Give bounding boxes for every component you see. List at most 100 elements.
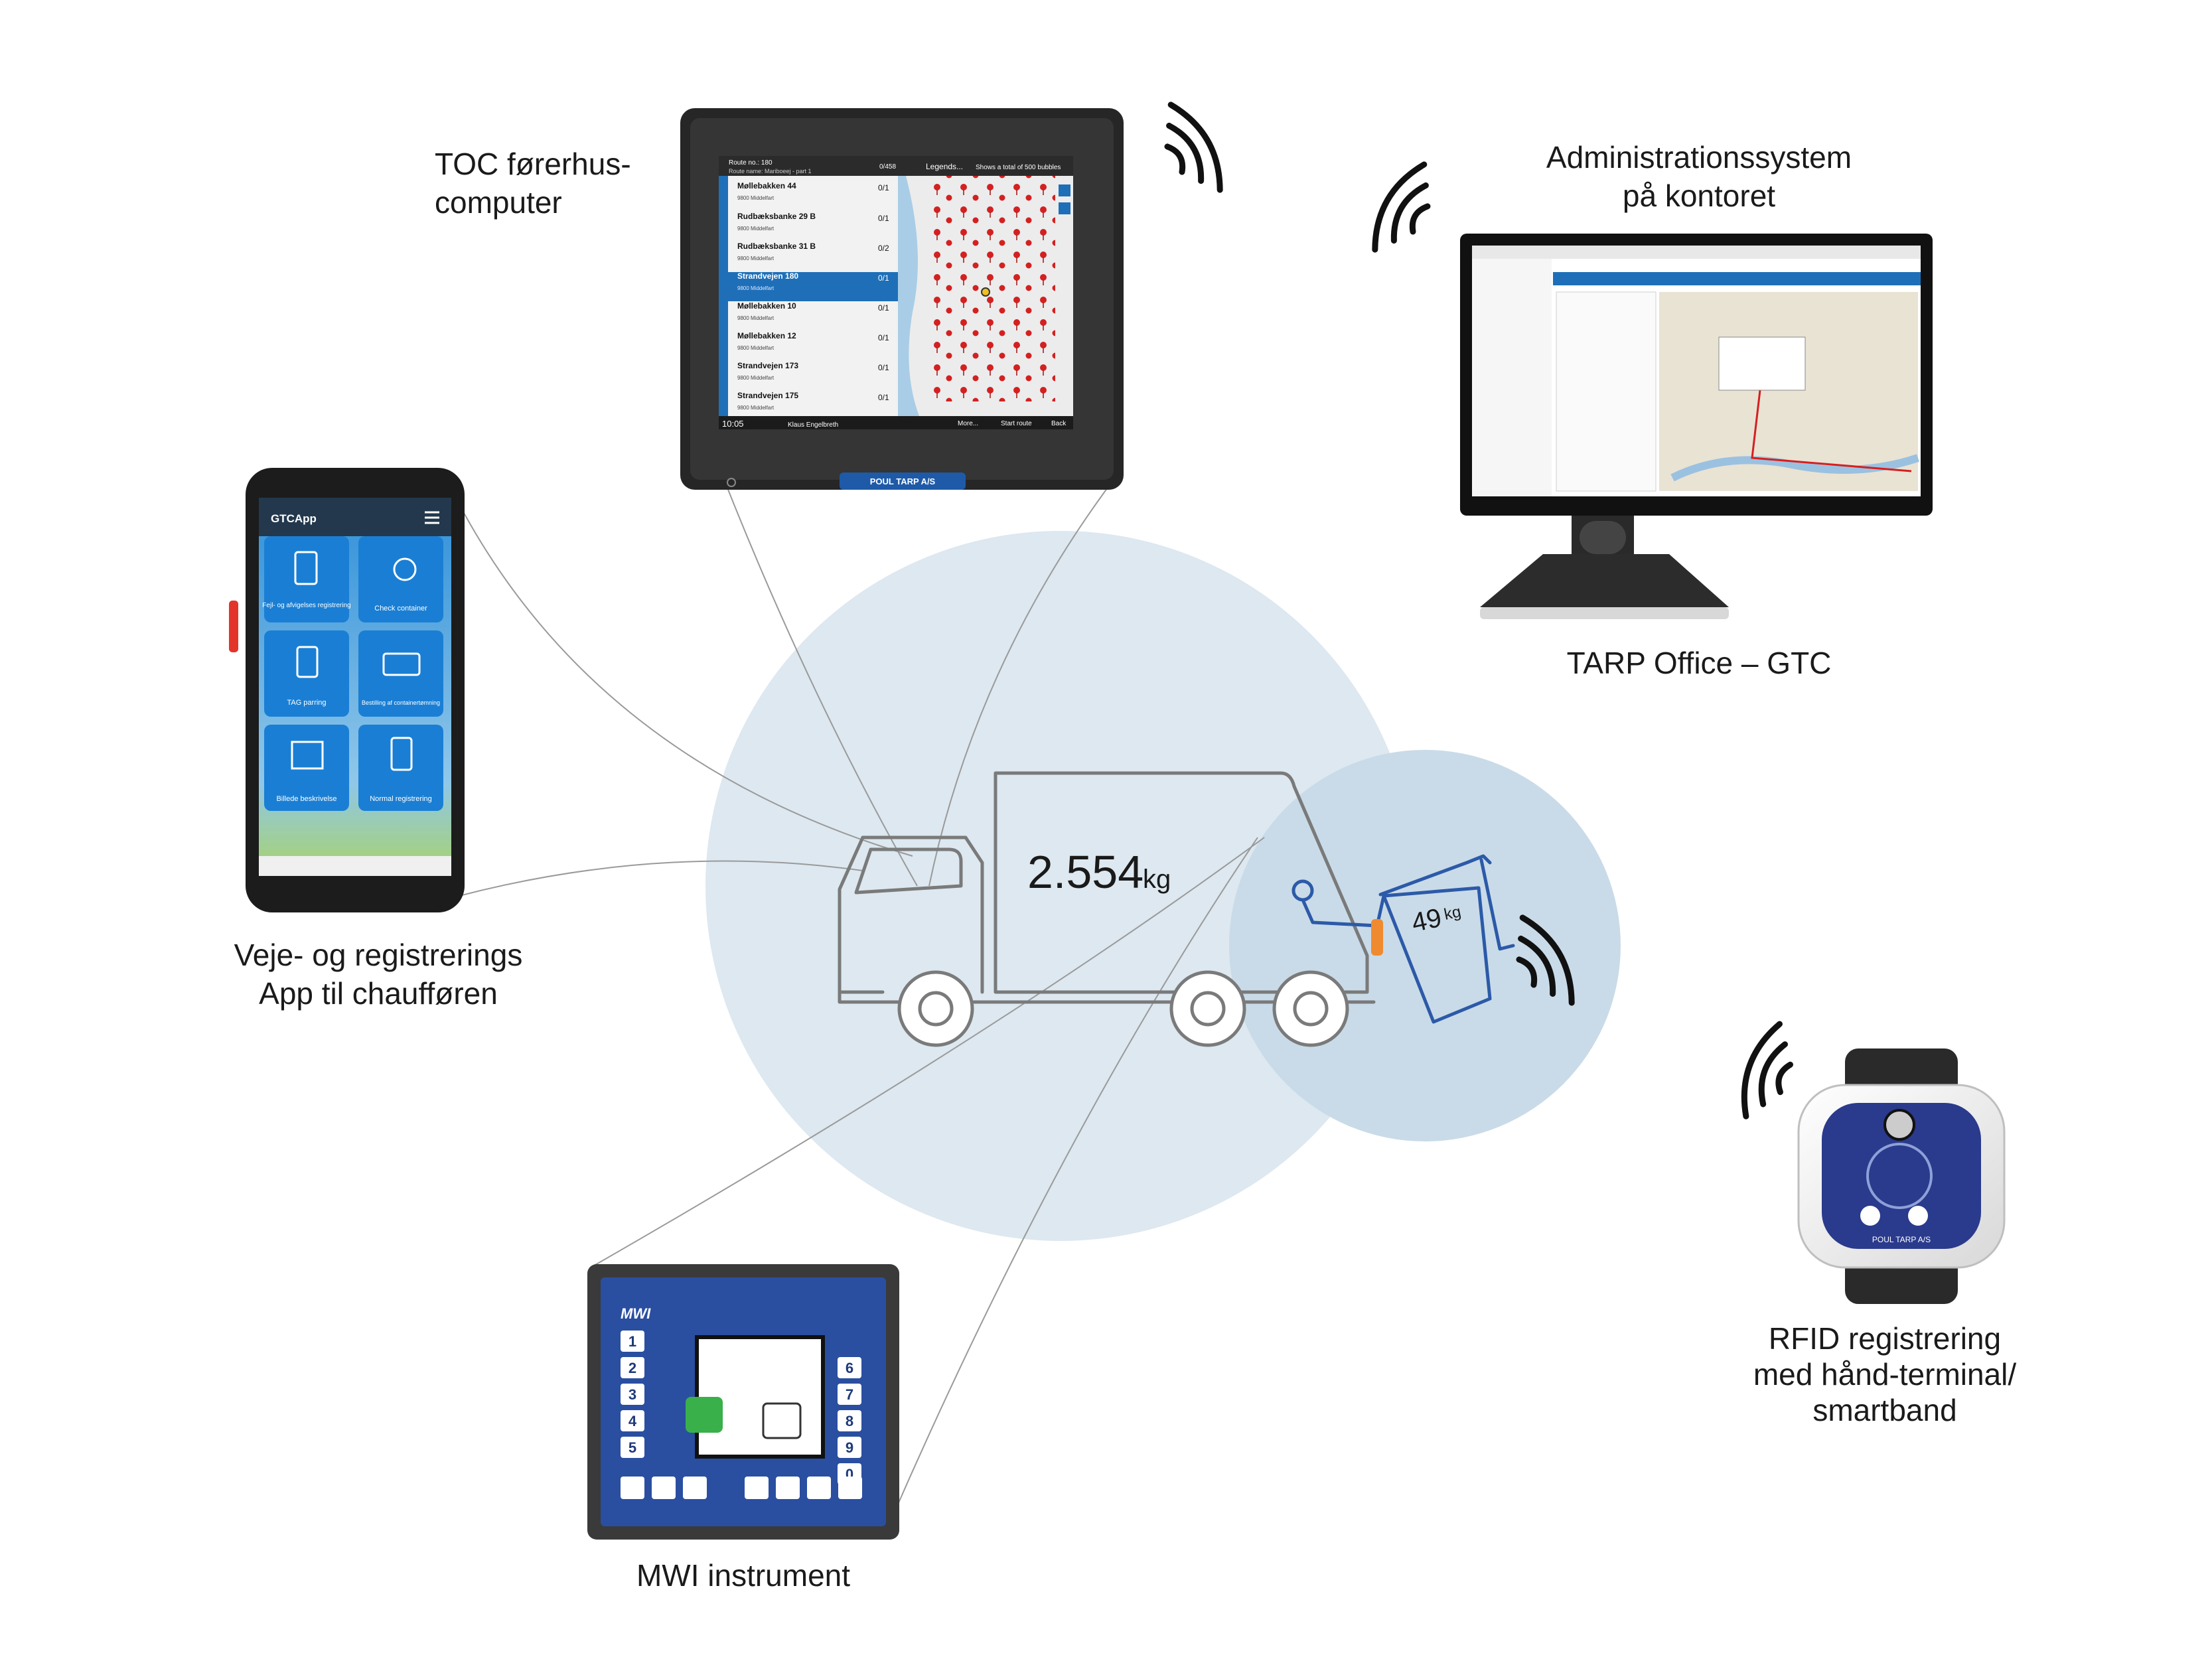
mwi-key[interactable] xyxy=(838,1410,861,1431)
toc-list-row[interactable]: Møllebakken 12 9800 Middelfart 0/1 xyxy=(737,331,889,351)
toc-row-city: 9800 Middelfart xyxy=(737,405,774,411)
tare-key[interactable] xyxy=(621,1477,644,1499)
toc-row-count: 0/1 xyxy=(878,333,889,342)
rfid-label-line: RFID registrering xyxy=(1768,1321,2002,1356)
toc-list-row[interactable]: Strandvejen 173 9800 Middelfart 0/1 xyxy=(737,361,889,381)
admin-label-line: på kontoret xyxy=(1622,179,1776,213)
toc-list-row[interactable]: Rudbæksbanke 29 B 9800 Middelfart 0/1 xyxy=(737,212,889,232)
mwi-keypad-right: 6 7 8 9 0 xyxy=(838,1357,861,1484)
toc-row-address: Møllebakken 10 xyxy=(737,301,796,311)
mwi-key-label: 6 xyxy=(846,1360,853,1376)
mwi-key-label: 7 xyxy=(846,1386,853,1403)
wireless-signal-icon xyxy=(1741,1021,1794,1119)
mwi-key-label: 1 xyxy=(628,1333,636,1350)
app-tile-label: TAG parring xyxy=(287,699,326,707)
mwi-key[interactable] xyxy=(621,1437,644,1458)
mwi-key[interactable] xyxy=(621,1331,644,1352)
truck-weight-unit: kg xyxy=(1143,865,1171,894)
toc-label-line: TOC førerhus- xyxy=(435,147,631,181)
mwi-key[interactable] xyxy=(838,1357,861,1378)
rfid-scan-zone xyxy=(1866,1143,1933,1209)
rfid-smartband: POUL TARP A/S xyxy=(1797,1048,2006,1304)
bin-lift-handle xyxy=(1371,919,1383,956)
bin-icon xyxy=(294,551,318,585)
toc-row-city: 9800 Middelfart xyxy=(737,285,774,291)
toc-label: TOC førerhus- computer xyxy=(435,145,631,222)
mwi-key-label: 9 xyxy=(846,1439,853,1456)
app-tile-label: Billede beskrivelse xyxy=(276,795,336,803)
toc-power-button[interactable] xyxy=(727,478,736,487)
toc-list-row[interactable]: Møllebakken 44 9800 Middelfart 0/1 xyxy=(737,181,889,201)
arrow-right-key[interactable] xyxy=(776,1477,800,1499)
toc-driver-name: Klaus Engelbreth xyxy=(788,421,838,429)
office-monitor xyxy=(1460,234,1933,619)
mwi-key-label: 4 xyxy=(628,1413,637,1429)
toc-row-address: Rudbæksbanke 29 B xyxy=(737,212,816,221)
admin-label-line: Administrationssystem xyxy=(1546,140,1852,175)
mwi-key[interactable] xyxy=(838,1437,861,1458)
toc-legends-button[interactable]: Legends... xyxy=(926,162,963,171)
battery-icon[interactable] xyxy=(1860,1206,1880,1226)
mwi-keypad-left: 1 2 3 4 5 xyxy=(621,1331,644,1458)
toc-row-city: 9800 Middelfart xyxy=(737,345,774,351)
toc-header-counter: 0/458 xyxy=(879,163,896,171)
toc-brand-plate: POUL TARP A/S xyxy=(870,476,936,486)
toc-row-address: Strandvejen 173 xyxy=(737,361,798,370)
toc-list-row-selected[interactable]: Strandvejen 180 9800 Middelfart 0/1 xyxy=(737,271,889,291)
app-label-line: Veje- og registrerings xyxy=(234,938,523,972)
bin-bubble xyxy=(1229,750,1621,1141)
toc-back-button[interactable]: Back xyxy=(1051,420,1067,427)
toc-row-city: 9800 Middelfart xyxy=(737,315,774,321)
toc-row-count: 0/1 xyxy=(878,183,889,192)
app-tile-label: Normal registrering xyxy=(370,795,432,803)
mwi-label: MWI instrument xyxy=(636,1558,851,1593)
app-tile[interactable]: TAG parring xyxy=(264,630,349,717)
toc-label-line: computer xyxy=(435,185,562,220)
toc-row-count: 0/1 xyxy=(878,363,889,372)
arrow-left-key[interactable] xyxy=(745,1477,769,1499)
tarp-office-label: TARP Office – GTC xyxy=(1566,646,1832,680)
bluetooth-icon[interactable] xyxy=(1908,1206,1928,1226)
wireless-signal-icon xyxy=(1516,914,1575,1006)
mwi-key[interactable] xyxy=(621,1357,644,1378)
mwi-key[interactable] xyxy=(838,1384,861,1405)
app-tile-label: Bestilling af containertømning xyxy=(362,699,440,706)
app-tile-label: Check container xyxy=(374,605,427,613)
app-tile[interactable]: Fejl- og afvigelses registrering xyxy=(262,536,351,622)
toc-list-row[interactable]: Møllebakken 10 9800 Middelfart 0/1 xyxy=(737,301,889,321)
app-label-line: App til chaufføren xyxy=(259,976,498,1011)
container-icon xyxy=(382,652,421,676)
toc-row-count: 0/1 xyxy=(878,303,889,313)
cancel-key[interactable] xyxy=(807,1477,831,1499)
mwi-key[interactable] xyxy=(621,1384,644,1405)
toc-row-address: Møllebakken 12 xyxy=(737,331,796,340)
toc-row-address: Møllebakken 44 xyxy=(737,181,796,190)
stop-key[interactable] xyxy=(683,1477,707,1499)
zoom-out-button[interactable] xyxy=(1059,202,1070,214)
app-tile[interactable]: Bestilling af containertømning xyxy=(358,630,443,717)
app-tile[interactable]: Normal registrering xyxy=(358,725,443,811)
toc-row-city: 9800 Middelfart xyxy=(737,195,774,201)
magnifier-icon xyxy=(393,557,417,581)
toc-start-route-button[interactable]: Start route xyxy=(1001,420,1032,427)
toc-row-address: Strandvejen 175 xyxy=(737,391,798,400)
toc-more-button[interactable]: More... xyxy=(958,420,978,427)
rfid-label: RFID registrering med hånd-terminal/ sma… xyxy=(1699,1321,2071,1428)
zoom-in-button[interactable] xyxy=(1059,184,1070,196)
admin-label: Administrationssystem på kontoret xyxy=(1526,138,1872,215)
toc-row-city: 9800 Middelfart xyxy=(737,375,774,381)
lift-key[interactable] xyxy=(652,1477,676,1499)
rfid-sensor-icon xyxy=(1883,1109,1915,1141)
smartphone: GTCApp Fejl- og afvigelses registrering … xyxy=(229,468,465,912)
toc-list-row[interactable]: Strandvejen 175 9800 Middelfart 0/1 xyxy=(737,391,889,411)
mwi-key[interactable] xyxy=(621,1410,644,1431)
toc-list-row[interactable]: Rudbæksbanke 31 B 9800 Middelfart 0/2 xyxy=(737,242,889,261)
waste-bin xyxy=(1291,854,1515,1024)
toc-row-count: 0/1 xyxy=(878,393,889,402)
confirm-key[interactable] xyxy=(838,1477,862,1499)
toc-row-city: 9800 Middelfart xyxy=(737,226,774,232)
bin-weight-unit: kg xyxy=(1442,902,1462,924)
toc-clock: 10:05 xyxy=(722,419,744,429)
menu-icon[interactable] xyxy=(425,511,439,524)
